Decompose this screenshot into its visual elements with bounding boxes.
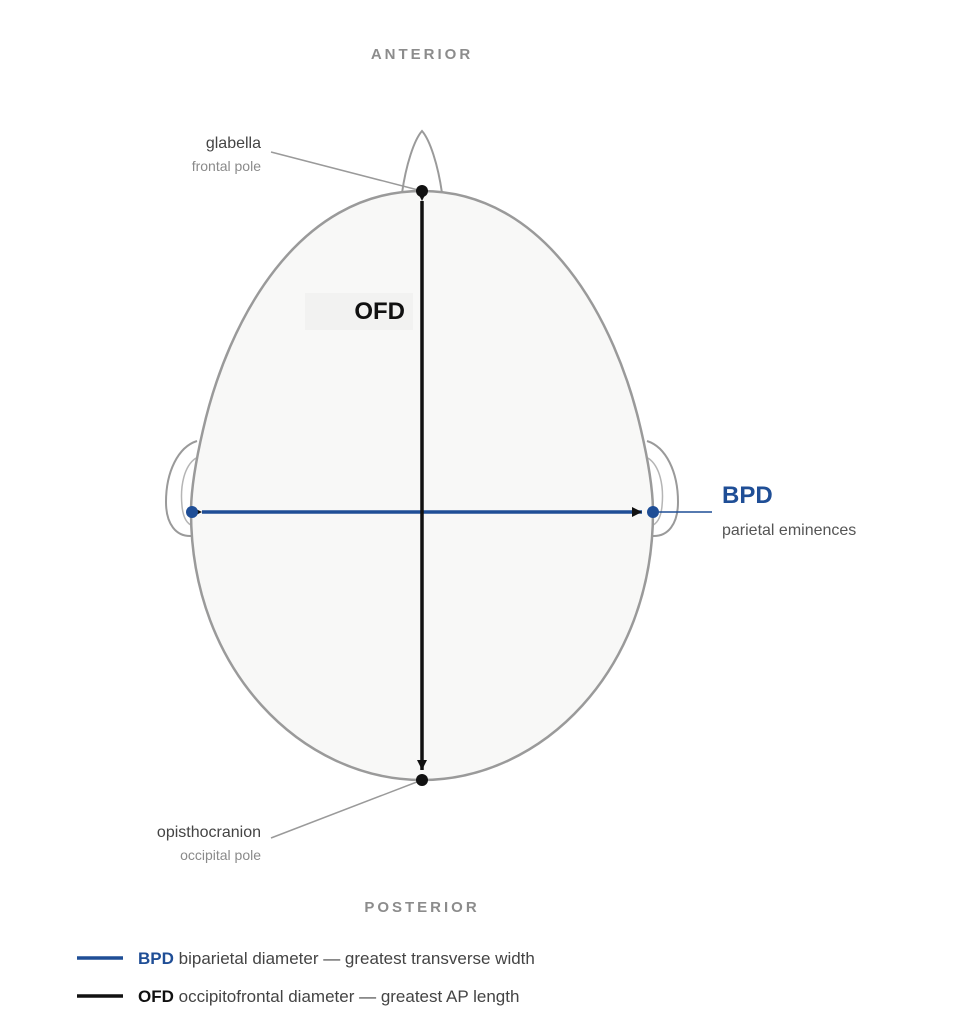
occipital-pole-label: occipital pole	[180, 847, 261, 863]
glabella-point	[416, 185, 428, 197]
right-ear-inner	[647, 457, 664, 527]
legend-item-ofd: OFD occipitofrontal diameter — greatest …	[77, 987, 519, 1006]
opisthocranion-point	[416, 774, 428, 786]
legend: BPD biparietal diameter — greatest trans…	[77, 949, 535, 1006]
anterior-label: ANTERIOR	[371, 46, 473, 63]
glabella-label: glabella	[206, 135, 261, 152]
legend-ofd-description: occipitofrontal diameter — greatest AP l…	[174, 987, 520, 1006]
posterior-label: POSTERIOR	[364, 899, 479, 916]
parietal-eminences-label: parietal eminences	[722, 522, 856, 539]
frontal-pole-label: frontal pole	[192, 158, 261, 174]
legend-ofd-abbr: OFD	[138, 987, 174, 1006]
legend-ofd-text: OFD occipitofrontal diameter — greatest …	[138, 987, 519, 1006]
right-parietal-point	[647, 506, 659, 518]
legend-bpd-abbr: BPD	[138, 949, 174, 968]
opisthocranion-label: opisthocranion	[157, 824, 261, 841]
legend-bpd-description: biparietal diameter — greatest transvers…	[174, 949, 535, 968]
legend-bpd-text: BPD biparietal diameter — greatest trans…	[138, 949, 535, 968]
ofd-label-background	[305, 293, 413, 330]
left-parietal-point	[186, 506, 198, 518]
opisthocranion-leader-line	[270, 779, 423, 839]
nose-outline	[401, 129, 443, 194]
left-ear-inner	[180, 457, 197, 527]
legend-item-bpd: BPD biparietal diameter — greatest trans…	[77, 949, 535, 968]
glabella-leader-line	[270, 151, 423, 192]
ofd-label: OFD	[354, 298, 405, 325]
bpd-label: BPD	[722, 482, 773, 509]
